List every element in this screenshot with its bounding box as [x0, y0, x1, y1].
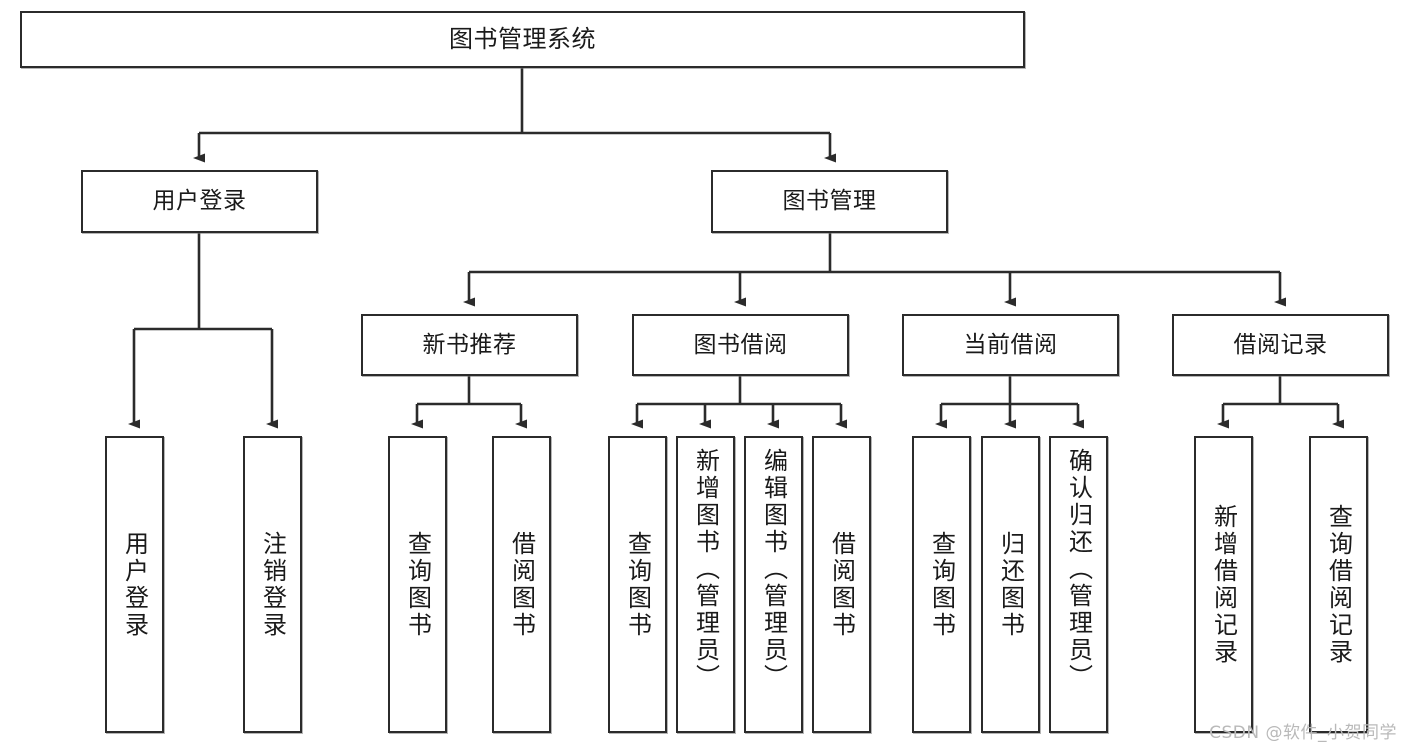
node-label: 借阅图书 [827, 530, 856, 639]
leaf-record-add[interactable]: 新增借阅记录 [1194, 436, 1253, 733]
node-label: 用户登录 [120, 530, 149, 639]
node-label: 新增借阅记录 [1209, 503, 1238, 666]
node-label: 确认归还（管理员） [1064, 448, 1093, 691]
node-borrow-record[interactable]: 借阅记录 [1172, 314, 1389, 376]
node-label: 归还图书 [996, 530, 1025, 639]
leaf-current-return-book[interactable]: 归还图书 [981, 436, 1040, 733]
node-label: 图书借阅 [693, 331, 788, 358]
node-label: 新书推荐 [422, 331, 517, 358]
node-label: 借阅记录 [1233, 331, 1328, 358]
node-label: 用户登录 [152, 188, 247, 215]
csdn-watermark: CSDN @软件_小贺同学 [1209, 723, 1397, 743]
leaf-new-book-borrow[interactable]: 借阅图书 [492, 436, 551, 733]
node-label: 新增图书（管理员） [691, 448, 720, 691]
leaf-new-book-query[interactable]: 查询图书 [388, 436, 447, 733]
leaf-current-query-book[interactable]: 查询图书 [912, 436, 971, 733]
node-label: 查询图书 [927, 530, 956, 639]
node-label: 当前借阅 [963, 331, 1058, 358]
node-new-book-recommend[interactable]: 新书推荐 [361, 314, 578, 376]
node-label: 编辑图书（管理员） [759, 448, 788, 691]
node-label: 图书管理 [782, 188, 877, 215]
node-label: 借阅图书 [507, 530, 536, 639]
leaf-borrow-edit-book-admin[interactable]: 编辑图书（管理员） [744, 436, 803, 733]
leaf-user-logout[interactable]: 注销登录 [243, 436, 302, 733]
node-book-borrow[interactable]: 图书借阅 [632, 314, 849, 376]
node-label: 查询图书 [623, 530, 652, 639]
leaf-borrow-query-book[interactable]: 查询图书 [608, 436, 667, 733]
leaf-user-login[interactable]: 用户登录 [105, 436, 164, 733]
node-book-manage[interactable]: 图书管理 [711, 170, 948, 233]
node-user-login[interactable]: 用户登录 [81, 170, 318, 233]
node-label: 图书管理系统 [449, 24, 596, 53]
leaf-borrow-add-book-admin[interactable]: 新增图书（管理员） [676, 436, 735, 733]
node-label: 注销登录 [258, 530, 287, 639]
leaf-borrow-do-borrow[interactable]: 借阅图书 [812, 436, 871, 733]
node-label: 查询图书 [403, 530, 432, 639]
node-root-system[interactable]: 图书管理系统 [20, 11, 1025, 68]
leaf-current-confirm-return-admin[interactable]: 确认归还（管理员） [1049, 436, 1108, 733]
node-label: 查询借阅记录 [1324, 503, 1353, 666]
node-current-borrow[interactable]: 当前借阅 [902, 314, 1119, 376]
leaf-record-query[interactable]: 查询借阅记录 [1309, 436, 1368, 733]
